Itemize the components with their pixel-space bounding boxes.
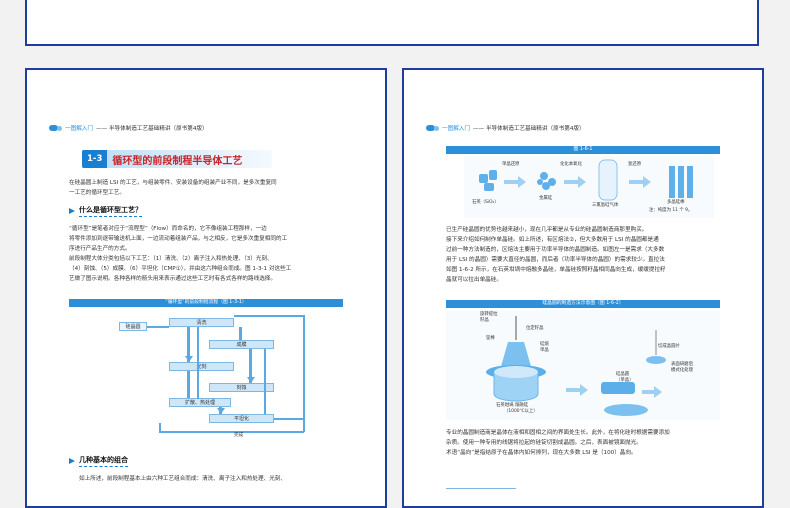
fig-label-melt-in: 硅熔 bbox=[540, 342, 549, 347]
flow-loop-line bbox=[274, 418, 303, 420]
flow-clean: 清洗 bbox=[169, 318, 234, 327]
flow-connector bbox=[197, 327, 199, 399]
flow-connector bbox=[187, 371, 190, 398]
text-line: 过前一种方法制造的，区熔法主要用于功率半导体的晶圆制造。如图左一是需求（大多数 bbox=[446, 247, 665, 253]
fig-label-stage1: 单晶还原 bbox=[502, 162, 520, 167]
flow-litho: 光刻 bbox=[169, 362, 234, 371]
fig-label-seed-chuck: 籽晶 bbox=[480, 318, 489, 323]
running-head-brand: 一图解入门 bbox=[442, 126, 470, 132]
text-line: “循环型”是笔者对应于“流程型”（Flow）而命名的，它不像组装工程那样，一边 bbox=[69, 226, 267, 232]
flow-film: 成膜 bbox=[209, 340, 274, 349]
fig-label-ore: 石英（SiO₂） bbox=[472, 200, 499, 205]
text-line: 前段制程大体分类包括以下工艺：（1）清洗、（2）离子注入和热处理、（3）光刻、 bbox=[69, 256, 273, 262]
flow-cmp: 平坦化 bbox=[209, 414, 274, 423]
text-line: 如上所述，前段制程基本上由六种工艺组合而成：清洗、离子注入和热处理、光刻、 bbox=[79, 476, 286, 482]
running-head-title: —— 半导体制造工艺基础精讲（原书第4版） bbox=[472, 126, 585, 132]
subheading-text: 什么是循环型工艺？ bbox=[79, 205, 142, 217]
heading-arrow-icon bbox=[69, 208, 75, 214]
body-paragraph: “循环型”是笔者对应于“流程型”（Flow）而命名的，它不像组装工程那样，一边 … bbox=[69, 224, 369, 284]
flow-connector bbox=[239, 327, 242, 340]
flow-connector bbox=[159, 423, 161, 433]
flow-loop-line bbox=[303, 315, 305, 432]
text-line: （4）刻蚀、（5）成膜、（6）平坦化（CMP①），并由这六种组合而成。图 1-3… bbox=[69, 266, 292, 272]
intro-paragraph: 在硅晶圆上制造 LSI 的工艺，与组装零件、安装设备的组装产业不同，是多次重复同… bbox=[69, 178, 369, 198]
text-line: 专业的晶圆制造商是晶体在液相和固相之间的界面处生长。此外，在将化硅时根据需要添加 bbox=[446, 430, 670, 436]
text-line: 一工艺的循环型工艺。 bbox=[69, 190, 125, 196]
fig-label-ingot: 锭棒 bbox=[486, 336, 495, 341]
fig-label-wafer-out: 硅晶圆 （单晶） bbox=[616, 372, 634, 383]
heading-arrow-icon bbox=[69, 458, 75, 464]
previous-page-frame bbox=[25, 0, 759, 46]
figure-caption-2: 图 1-6-1 bbox=[446, 146, 720, 154]
czochralski-figure: 旋转提拉 籽晶 位定籽晶 锭棒 硅熔 单晶 石英坩埚 熔融硅 （1000℃以上）… bbox=[446, 310, 720, 420]
flow-connector bbox=[264, 349, 266, 414]
polysilicon-process-illustration bbox=[479, 159, 693, 201]
flow-wafer: 硅晶圆 bbox=[119, 322, 147, 331]
section-title: 1-3 循环型的前段制程半导体工艺 bbox=[82, 150, 272, 168]
running-head: 一图解入门 —— 半导体制造工艺基础精讲（原书第4版） bbox=[49, 124, 365, 132]
text-line: 晶就可以拉出单晶硅。 bbox=[446, 277, 502, 283]
flow-connector bbox=[187, 327, 190, 362]
running-head: 一图解入门 —— 半导体制造工艺基础精讲（原书第4版） bbox=[426, 124, 742, 132]
process-flow-diagram: 硅晶圆 清洗 成膜 光刻 刻蚀 扩散、热处理 平坦化 完成 bbox=[69, 310, 343, 440]
fig-label-crystal: 单晶 bbox=[540, 348, 549, 353]
subheading-cycle: 什么是循环型工艺？ bbox=[69, 205, 142, 217]
header-dot-icon bbox=[434, 125, 439, 131]
text-line: 术语“晶向”是指结原子在晶体内如何排列，现在大多数 LSI 是（100）晶向。 bbox=[446, 450, 637, 456]
body-paragraph-2: 如上所述，前段制程基本上由六种工艺组合而成：清洗、离子注入和热处理、光刻、 bbox=[79, 474, 374, 484]
polysilicon-process-figure: 石英（SiO₂） 单晶还原 金属硅 化化本氧化 三氯氢硅气体 氢还原 多晶硅棒 … bbox=[464, 156, 714, 218]
text-line: 艺做了图示说明。各种各样的箭头用来表示通过这些工艺时有各式各样的路线选择。 bbox=[69, 276, 276, 282]
text-line: 在硅晶圆上制造 LSI 的工艺，与组装零件、安装设备的组装产业不同，是多次重复同 bbox=[69, 180, 277, 186]
fig-label-gas: 三氯氢硅气体 bbox=[592, 203, 619, 208]
fig-label-metal-si: 金属硅 bbox=[539, 196, 553, 201]
text-line: 杂质。使用一种专用的线锯将拉起的硅锭切割成晶圆。之后，表面被镜面抛光。 bbox=[446, 440, 642, 446]
flow-etch: 刻蚀 bbox=[209, 383, 274, 392]
header-mark-icon bbox=[426, 125, 435, 131]
fig-label-poly: 多晶硅棒 bbox=[667, 200, 685, 205]
fig-label-stage3: 氢还原 bbox=[628, 162, 642, 167]
flow-connector bbox=[249, 349, 252, 383]
fig-label-polish: 表面研磨后 模式化处理 bbox=[671, 362, 693, 373]
text-line: 用于 LSI 的晶圆）需要大直径的晶圆，而后者（功率半导体的晶圆）的需求较少。直… bbox=[446, 257, 665, 263]
body-paragraph-2: 专业的晶圆制造商是晶体在液相和固相之间的界面处生长。此外，在将化硅时根据需要添加… bbox=[446, 428, 746, 458]
fig-label-cut: 切成晶圆片 bbox=[658, 344, 680, 349]
fig-label-crucible: 石英坩埚 熔融硅 bbox=[496, 403, 529, 408]
fig-label-stage2: 化化本氧化 bbox=[560, 162, 582, 167]
right-page: 一图解入门 —— 半导体制造工艺基础精讲（原书第4版） 图 1-6-1 石英（S… bbox=[402, 68, 764, 508]
text-line: 已生产硅晶圆的优势也越来越小，现在几乎都是从专业的硅晶圆制造商那里购买。 bbox=[446, 227, 648, 233]
text-line: 将零件添加到逐带输送机上面，一边流动着组装产品，与之相反，它是多次重复相同的工 bbox=[69, 236, 288, 242]
figure-caption-1: “循环型”的前段制程流程（图 1-3-1） bbox=[69, 299, 343, 307]
section-number: 1-3 bbox=[82, 150, 108, 168]
header-dot-icon bbox=[57, 125, 62, 131]
flow-arrow bbox=[247, 377, 255, 383]
flow-arrow bbox=[185, 356, 193, 362]
czochralski-illustration bbox=[486, 316, 666, 416]
flow-done-label: 完成 bbox=[234, 433, 244, 438]
subheading-combos: 几种基本的组合 bbox=[69, 455, 128, 467]
fig-label-temp: （1000℃以上） bbox=[504, 409, 538, 414]
text-line: 序进行产品生产的方式。 bbox=[69, 246, 131, 252]
flow-loop-line bbox=[234, 315, 305, 317]
text-line: 如图 1-6-2 所示，在石英坩埚中熔融多晶硅，单晶硅按照籽晶相同晶向生成，缓缓… bbox=[446, 267, 666, 273]
footnote-rule bbox=[446, 488, 516, 489]
fig-label-seed-rot: 旋转提拉 bbox=[480, 312, 498, 317]
header-mark-icon bbox=[49, 125, 58, 131]
figure-caption-3: 硅晶圆的制造方法示意图（图 1-6-2） bbox=[446, 300, 720, 308]
flow-connector bbox=[147, 326, 169, 328]
fig-label-seed: 位定籽晶 bbox=[526, 326, 544, 331]
flow-arrow bbox=[217, 408, 225, 414]
flow-implant: 扩散、热处理 bbox=[169, 398, 231, 407]
fig-label-poly-note: 注：纯度为 11 个 9。 bbox=[649, 208, 693, 213]
section-heading: 循环型的前段制程半导体工艺 bbox=[112, 155, 243, 167]
subheading-text: 几种基本的组合 bbox=[79, 455, 128, 467]
body-paragraph: 已生产硅晶圆的优势也越来越小，现在几乎都是从专业的硅晶圆制造商那里购买。 接下来… bbox=[446, 225, 746, 285]
text-line: 接下来介绍如何制作单晶硅。如上所述，有区熔法②，但大多数用于 LSI 的晶圆都是… bbox=[446, 237, 659, 243]
flow-connector bbox=[159, 431, 304, 433]
left-page: 一图解入门 —— 半导体制造工艺基础精讲（原书第4版） 1-3 循环型的前段制程… bbox=[25, 68, 387, 508]
running-head-brand: 一图解入门 bbox=[65, 126, 93, 132]
running-head-title: —— 半导体制造工艺基础精讲（原书第4版） bbox=[95, 126, 208, 132]
